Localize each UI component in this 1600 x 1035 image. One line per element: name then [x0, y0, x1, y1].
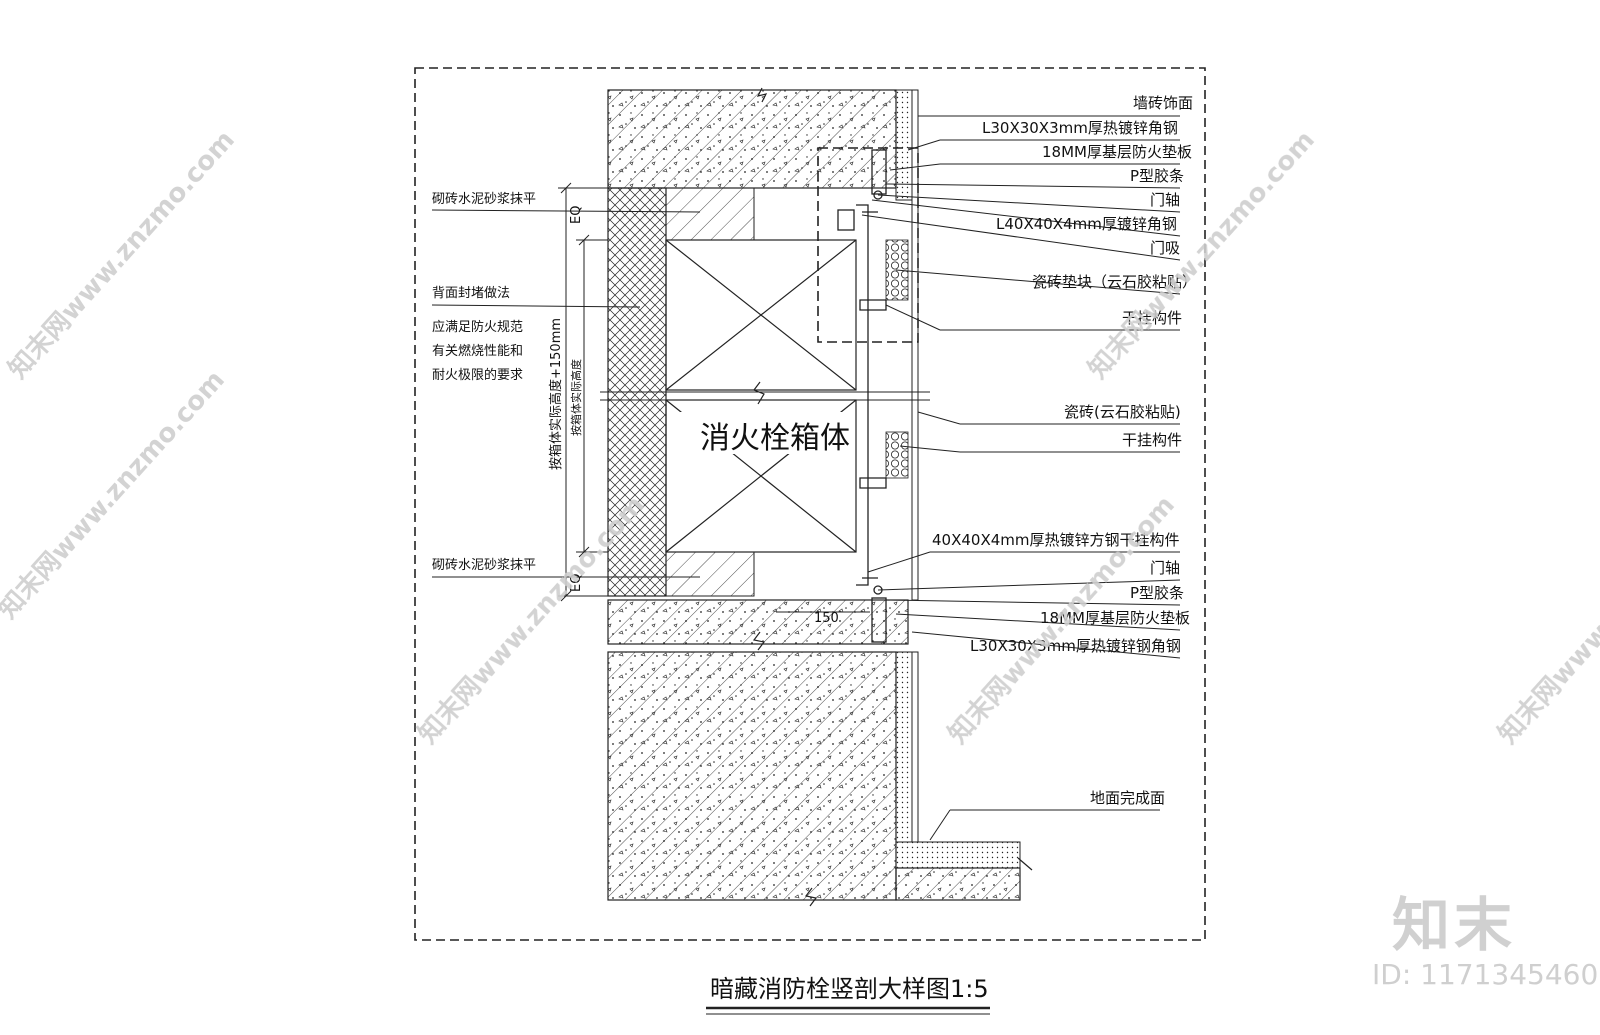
label-square-steel: 40X40X4mm厚热镀锌方钢干挂构件 — [932, 531, 1180, 549]
label-wall-tile-finish: 墙砖饰面 — [1133, 94, 1193, 112]
label-tile-pad: 瓷砖垫块（云石胶粘贴） — [1032, 273, 1197, 291]
label-hinge-top: 门轴 — [1150, 191, 1180, 209]
label-fire-note-1: 应满足防火规范 — [432, 319, 523, 335]
label-door-stop: 门吸 — [1150, 239, 1180, 257]
label-fire-board-bottom: 18MM厚基层防火垫板 — [1040, 609, 1190, 627]
label-angle-steel-bottom: L30X30X3mm厚热镀锌钢角钢 — [970, 637, 1181, 655]
label-fire-note-2: 有关燃烧性能和 — [432, 343, 523, 359]
label-fire-board-top: 18MM厚基层防火垫板 — [1042, 143, 1192, 161]
top-concrete-wall — [607, 89, 897, 189]
label-mortar-bottom: 砌砖水泥砂浆抹平 — [432, 558, 536, 573]
tile-pad-lower — [885, 431, 909, 479]
drawing-title: 暗藏消防栓竖剖大样图 — [710, 975, 950, 1003]
dimension-lines — [558, 182, 870, 613]
label-p-strip-bottom: P型胶条 — [1130, 584, 1184, 602]
dim-eq-bottom: EQ — [569, 574, 584, 592]
label-hinge-bottom: 门轴 — [1150, 559, 1180, 577]
mortar-bottom — [665, 551, 755, 597]
hydrant-box-upper — [665, 239, 857, 391]
label-hydrant-box: 消火栓箱体 — [700, 421, 850, 456]
label-fire-note-3: 耐火极限的要求 — [432, 367, 523, 383]
wall-tile-finish — [895, 89, 919, 843]
dim-outer-height: 按箱体实际高度+150mm — [548, 318, 564, 470]
label-tile-glue: 瓷砖(云石胶粘贴) — [1064, 403, 1181, 421]
label-dry-hang-upper: 干挂构件 — [1122, 309, 1182, 327]
label-dry-hang-lower: 干挂构件 — [1122, 431, 1182, 449]
watermark-text: 知末网www.znzmo.com — [1493, 490, 1600, 750]
dim-inner-height: 按箱体实际高度 — [569, 359, 583, 436]
floor-slab — [895, 841, 1021, 901]
mortar-top — [665, 187, 755, 241]
left-leader-lines — [431, 209, 701, 578]
document-id: ID: 1171345460 — [1372, 958, 1599, 991]
watermark-text: 知末网www.znzmo.com — [0, 365, 231, 625]
drawing-scale: 1:5 — [950, 975, 989, 1003]
label-angle-steel-top: L30X30X3mm厚热镀锌角钢 — [982, 119, 1178, 137]
label-p-strip-top: P型胶条 — [1130, 167, 1184, 185]
watermark-text: 知末网www.znzmo.com — [3, 125, 241, 385]
door-frame-profile — [837, 149, 887, 643]
label-back-seal: 背面封堵做法 — [432, 286, 510, 301]
detail-callout-box — [817, 147, 919, 343]
bottom-concrete-wall — [607, 651, 897, 901]
dim-eq-top: EQ — [569, 206, 584, 224]
label-floor-finish: 地面完成面 — [1090, 789, 1165, 807]
brand-logo: 知末 — [1392, 891, 1517, 959]
right-leader-lines — [861, 115, 1181, 841]
dim-slab-width: 150 — [814, 611, 839, 626]
lower-beam — [607, 599, 909, 645]
label-angle-steel-40: L40X40X4mm厚镀锌角钢 — [996, 215, 1177, 233]
label-mortar-top: 砌砖水泥砂浆抹平 — [432, 192, 536, 207]
drawing-frame — [414, 67, 1206, 941]
